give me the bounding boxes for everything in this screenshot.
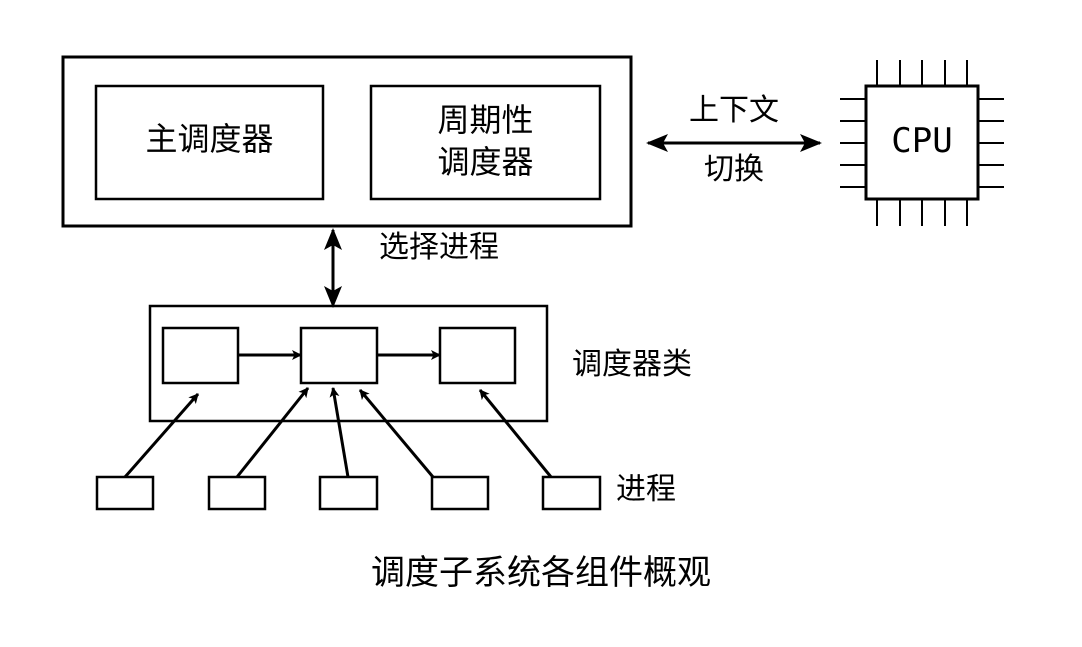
context-switch-label-line1: 上下文 xyxy=(689,93,779,128)
scheduler-class-box xyxy=(148,304,549,423)
process-arrow-3 xyxy=(329,387,350,478)
process-label: 进程 xyxy=(616,472,676,507)
class-box-3 xyxy=(438,326,517,385)
process-arrow-4 xyxy=(358,389,435,478)
process-box-2 xyxy=(207,475,267,511)
scheduler-class-label: 调度器类 xyxy=(572,347,692,382)
scheduler-outer-box xyxy=(61,55,633,228)
select-process-label: 选择进程 xyxy=(379,230,499,265)
main-scheduler-label: 主调度器 xyxy=(145,120,274,158)
periodic-scheduler-label-line2: 调度器 xyxy=(437,143,534,181)
cpu-label: CPU xyxy=(891,121,953,161)
process-arrow-2 xyxy=(235,387,310,478)
process-arrow-5 xyxy=(478,389,553,478)
main-scheduler-box xyxy=(94,84,325,201)
diagram-caption: 调度子系统各组件概观 xyxy=(371,553,711,593)
process-arrow-1 xyxy=(123,393,200,478)
process-box-5 xyxy=(541,475,602,511)
process-box-1 xyxy=(95,475,155,511)
process-box-4 xyxy=(430,475,490,511)
class-box-1 xyxy=(161,326,240,385)
process-box-3 xyxy=(318,475,379,511)
periodic-scheduler-label-line1: 周期性 xyxy=(437,101,534,139)
context-switch-label-line2: 切换 xyxy=(704,152,764,187)
periodic-scheduler-box xyxy=(369,84,602,201)
cpu-chip-icon xyxy=(840,60,1004,226)
class-box-2 xyxy=(299,326,379,385)
